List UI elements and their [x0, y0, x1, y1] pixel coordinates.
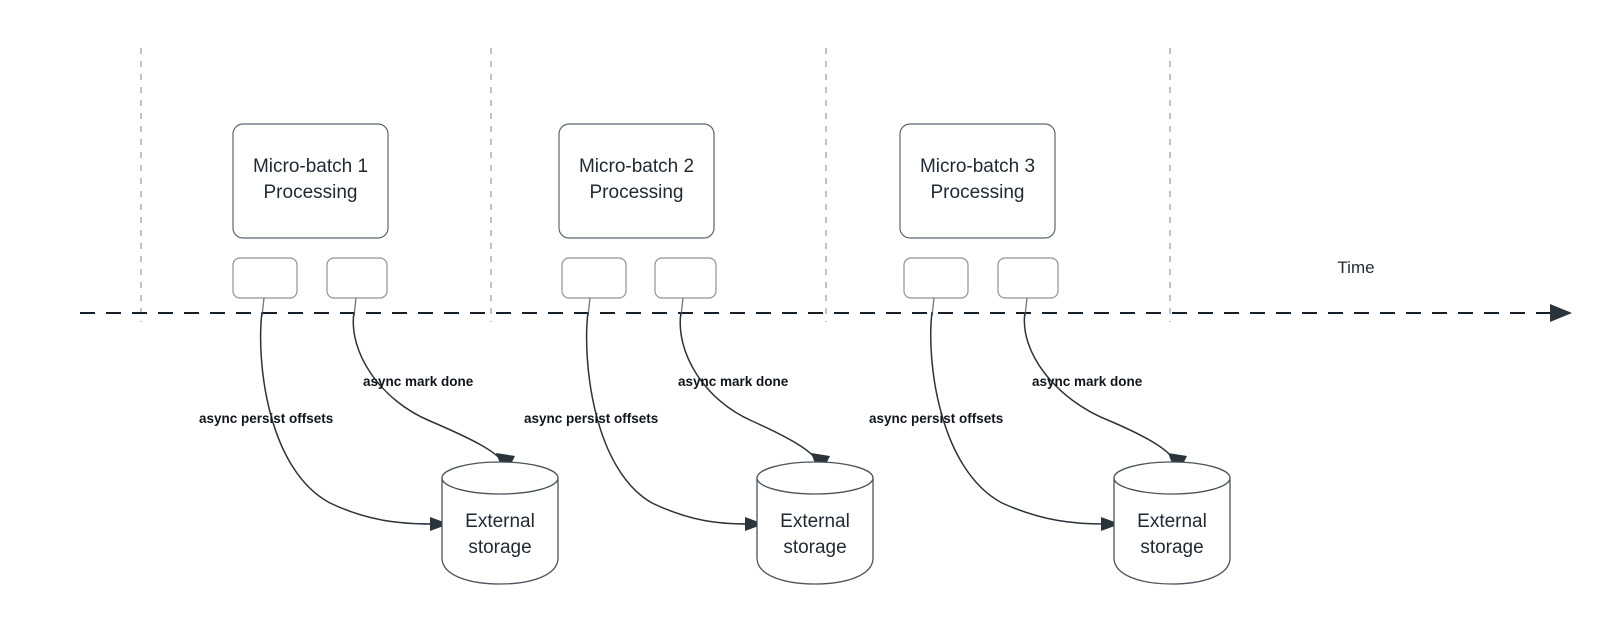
time-axis-arrowhead	[1550, 304, 1572, 322]
external-storage-2-body	[756, 477, 874, 585]
micro-batch-3-task-b-box[interactable]	[997, 257, 1059, 299]
external-storage-2-top	[756, 461, 874, 495]
micro-batch-1-title-line2: Processing	[264, 182, 358, 203]
async-persist-offsets-1-arrowhead	[430, 517, 449, 531]
async-persist-offsets-2-label: async persist offsets	[524, 411, 658, 426]
async-persist-offsets-3-label: async persist offsets	[869, 411, 1003, 426]
async-mark-done-2-curve	[679, 311, 820, 465]
external-storage-1-top	[441, 461, 559, 495]
async-mark-done-3-curve	[1023, 311, 1177, 465]
micro-batch-1-group: Micro-batch 1 Processing async mark done…	[199, 123, 559, 585]
external-storage-3-label-line1: External	[1137, 511, 1207, 532]
micro-batch-1-task-a-box[interactable]	[232, 257, 298, 299]
time-axis: Time	[80, 258, 1572, 322]
micro-batch-2-title-line1: Micro-batch 2	[579, 156, 694, 177]
micro-batch-1-title-line1: Micro-batch 1	[253, 156, 368, 177]
external-storage-3-top	[1113, 461, 1231, 495]
external-storage-2-cylinder[interactable]: External storage	[756, 461, 874, 585]
async-persist-offsets-1-label: async persist offsets	[199, 411, 333, 426]
async-mark-done-3-label: async mark done	[1032, 374, 1143, 389]
micro-batch-1-task-b-box[interactable]	[326, 257, 388, 299]
external-storage-2-label-line2: storage	[783, 537, 846, 558]
micro-batch-3-group: Micro-batch 3 Processing async mark done…	[869, 123, 1231, 585]
micro-batch-2-task-a-box[interactable]	[561, 257, 627, 299]
external-storage-1-label-line1: External	[465, 511, 535, 532]
micro-batch-2-box[interactable]	[558, 123, 715, 239]
external-storage-1-body	[441, 477, 559, 585]
async-persist-offsets-1-curve	[259, 311, 433, 525]
micro-batch-1-box[interactable]	[232, 123, 389, 239]
micro-batch-3-title-line1: Micro-batch 3	[920, 156, 1035, 177]
async-persist-offsets-2-curve	[585, 311, 749, 525]
external-storage-3-label-line2: storage	[1140, 537, 1203, 558]
micro-batch-3-box[interactable]	[899, 123, 1056, 239]
async-persist-offsets-3-curve	[929, 311, 1105, 525]
async-persist-offsets-3-arrowhead	[1101, 517, 1120, 531]
external-storage-1-cylinder[interactable]: External storage	[441, 461, 559, 585]
external-storage-3-cylinder[interactable]: External storage	[1113, 461, 1231, 585]
time-axis-label: Time	[1337, 258, 1374, 277]
micro-batch-3-task-a-box[interactable]	[903, 257, 969, 299]
async-mark-done-2-label: async mark done	[678, 374, 789, 389]
async-persist-offsets-2-arrowhead	[745, 517, 764, 531]
external-storage-2-label-line1: External	[780, 511, 850, 532]
external-storage-1-label-line2: storage	[468, 537, 531, 558]
micro-batch-2-title-line2: Processing	[590, 182, 684, 203]
async-mark-done-1-label: async mark done	[363, 374, 474, 389]
external-storage-3-body	[1113, 477, 1231, 585]
micro-batch-2-task-b-box[interactable]	[654, 257, 717, 299]
micro-batch-3-title-line2: Processing	[931, 182, 1025, 203]
async-mark-done-1-curve	[352, 311, 505, 465]
micro-batch-2-group: Micro-batch 2 Processing async mark done…	[524, 123, 874, 585]
